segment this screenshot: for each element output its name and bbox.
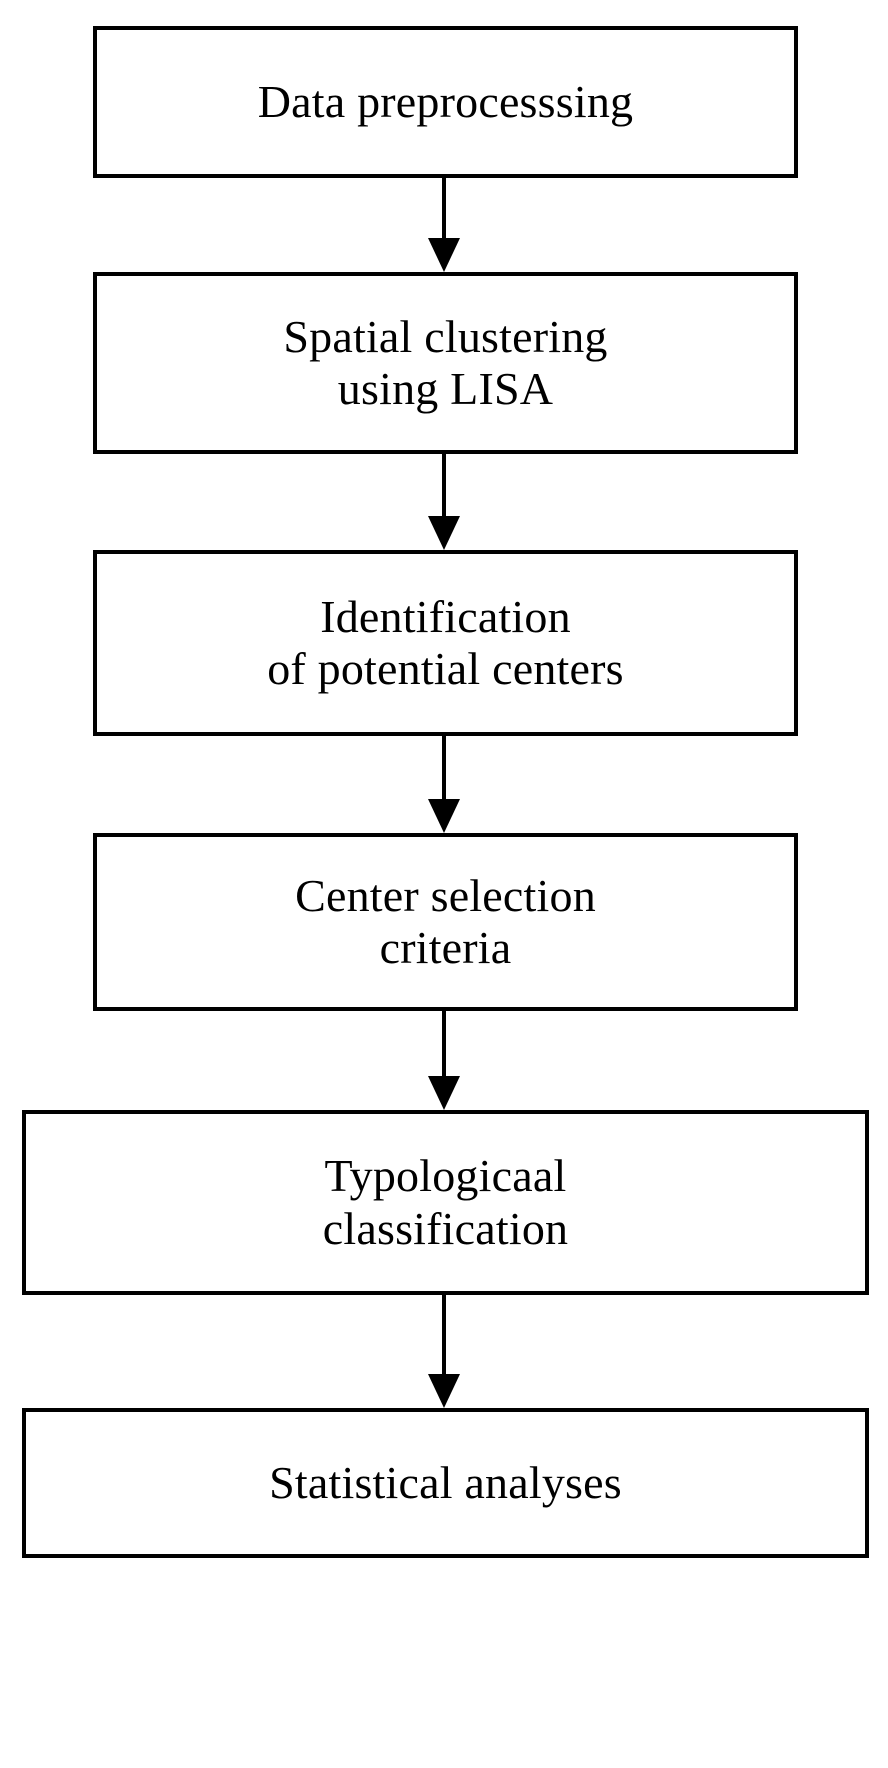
node-label: Spatial clustering using LISA	[283, 310, 608, 414]
node-label: Identification of potential centers	[267, 590, 624, 694]
arrow-stem	[442, 1011, 446, 1076]
arrow-head-down-icon	[428, 1374, 460, 1408]
arrow-stem	[442, 736, 446, 799]
arrow-head-down-icon	[428, 799, 460, 833]
flowchart-node-identification: Identification of potential centers	[93, 550, 798, 736]
node-label: Center selection criteria	[295, 869, 596, 973]
arrow-stem	[442, 178, 446, 238]
node-label: Data preprocesssing	[257, 75, 634, 127]
node-label: Typologicaal classification	[322, 1150, 569, 1254]
arrow-head-down-icon	[428, 238, 460, 272]
flowchart-node-data-preprocessing: Data preprocesssing	[93, 26, 798, 178]
arrow-stem	[442, 454, 446, 516]
flowchart-node-spatial-clustering: Spatial clustering using LISA	[93, 272, 798, 454]
node-label: Statistical analyses	[269, 1456, 622, 1508]
arrow-stem	[442, 1295, 446, 1374]
flowchart-node-center-selection: Center selection criteria	[93, 833, 798, 1011]
flowchart-node-typological-classification: Typologicaal classification	[22, 1110, 869, 1295]
arrow-head-down-icon	[428, 516, 460, 550]
flowchart-node-statistical-analyses: Statistical analyses	[22, 1408, 869, 1558]
arrow-head-down-icon	[428, 1076, 460, 1110]
